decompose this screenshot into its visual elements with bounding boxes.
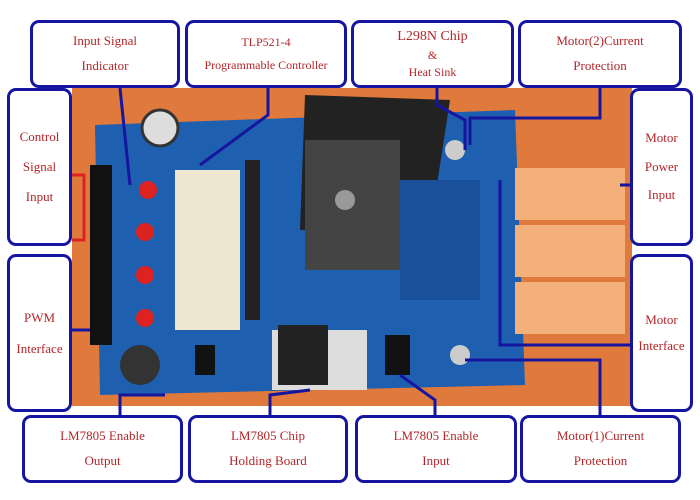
label-tlp521: TLP521-4 Programmable Controller bbox=[185, 20, 347, 88]
label-line: TLP521-4 bbox=[241, 35, 291, 50]
label-l298n: L298N Chip & Heat Sink bbox=[351, 20, 514, 88]
label-line: Signal bbox=[22, 159, 57, 175]
label-line: Input bbox=[647, 187, 676, 203]
label-motor2-current: Motor(2)Current Protection bbox=[518, 20, 682, 88]
indicator-leds bbox=[136, 181, 157, 327]
signal-pins bbox=[90, 165, 112, 345]
label-line: Motor(2)Current bbox=[556, 33, 644, 49]
label-motor-interface: Motor Interface bbox=[630, 254, 693, 412]
label-line: Holding Board bbox=[229, 453, 307, 468]
label-line: LM7805 Enable bbox=[60, 428, 145, 444]
label-motor-power-input: Motor Power Input bbox=[630, 88, 693, 246]
label-line: Motor bbox=[645, 312, 678, 327]
label-line: Input bbox=[25, 188, 54, 204]
label-lm7805-chip-holding: LM7805 Chip Holding Board bbox=[188, 415, 348, 483]
label-lm7805-enable-output: LM7805 Enable Output bbox=[22, 415, 183, 483]
label-line: PWM bbox=[23, 309, 56, 325]
label-input-signal-indicator: Input Signal Indicator bbox=[30, 20, 180, 88]
label-line: Power bbox=[644, 158, 679, 174]
label-line: Interface bbox=[16, 341, 63, 356]
label-line: Protection bbox=[573, 58, 627, 73]
label-line: Input Signal bbox=[73, 33, 137, 49]
label-line: L298N Chip bbox=[397, 29, 468, 45]
label-line: Heat Sink bbox=[408, 64, 457, 79]
tlp521-chip bbox=[175, 170, 240, 330]
label-line: LM7805 Enable bbox=[393, 428, 479, 444]
label-line: Programmable Controller bbox=[204, 58, 328, 72]
callout-lines bbox=[72, 87, 630, 415]
label-line: Protection bbox=[573, 453, 628, 468]
label-line: Interface bbox=[638, 338, 685, 353]
label-control-signal-input: Control Signal Input bbox=[7, 88, 72, 246]
label-line: Indicator bbox=[81, 58, 129, 73]
label-lm7805-enable-input: LM7805 Enable Input bbox=[355, 415, 517, 483]
label-line: Input bbox=[422, 453, 450, 468]
label-line: Motor(1)Current bbox=[556, 428, 645, 444]
label-line: LM7805 Chip bbox=[230, 428, 306, 444]
label-pwm-interface: PWM Interface bbox=[7, 254, 72, 412]
label-line: & bbox=[427, 48, 438, 62]
label-line: Output bbox=[84, 453, 121, 468]
label-line: Motor bbox=[645, 130, 678, 146]
label-motor1-current: Motor(1)Current Protection bbox=[520, 415, 681, 483]
motor-terminals bbox=[515, 168, 625, 334]
label-line: Control bbox=[19, 129, 60, 145]
